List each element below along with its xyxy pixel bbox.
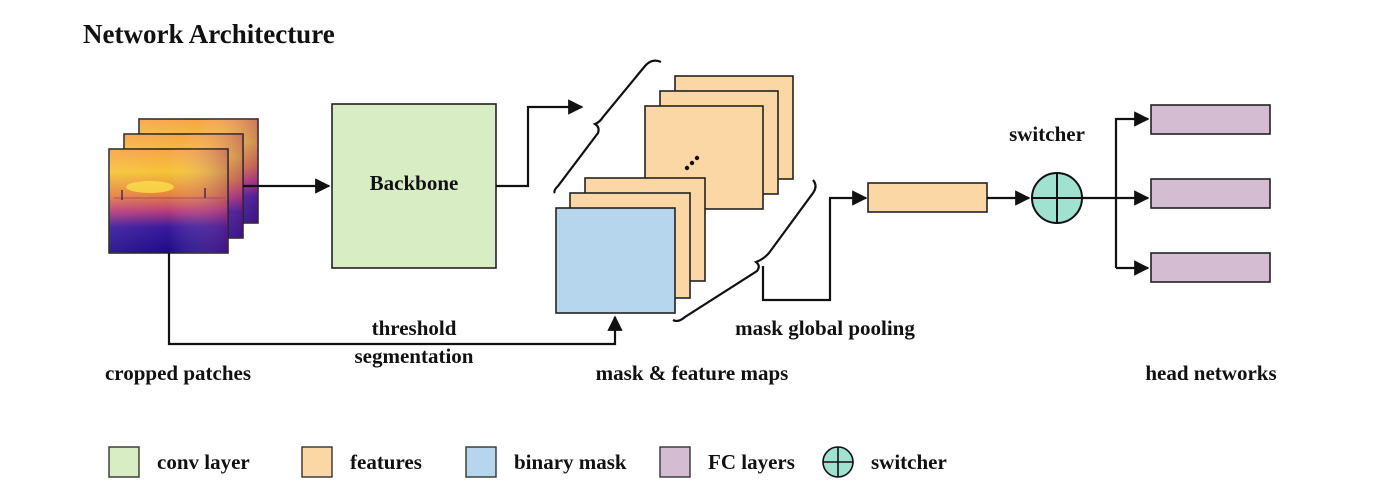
legend: conv layer features binary mask FC layer… [108, 446, 947, 478]
legend-label-fc-layers: FC layers [708, 450, 795, 474]
backbone-node: Backbone [331, 103, 497, 269]
mask-feature-maps-label: mask & feature maps [596, 361, 789, 385]
legend-swatch-conv-layer [108, 446, 140, 478]
lower-brace [672, 179, 817, 323]
legend-label-binary-mask: binary mask [514, 450, 627, 474]
mask-global-pooling-label: mask global pooling [735, 316, 915, 340]
edge-threshold-segmentation [167, 253, 623, 346]
switcher-icon [822, 446, 854, 478]
head-networks-label: head networks [1145, 361, 1276, 385]
upper-brace [553, 59, 662, 194]
diagram-title: Network Architecture [83, 19, 335, 49]
segmentation-label: segmentation [355, 344, 474, 368]
legend-label-conv-layer: conv layer [157, 450, 250, 474]
switcher-node [1031, 172, 1083, 224]
legend-item-switcher: switcher [822, 446, 947, 478]
head-network-2 [1150, 178, 1271, 209]
legend-item-conv-layer: conv layer [108, 446, 250, 478]
legend-label-switcher: switcher [871, 450, 947, 474]
cropped-patches [108, 118, 259, 254]
cropped-patches-label: cropped patches [105, 361, 251, 385]
legend-swatch-binary-mask [465, 446, 497, 478]
edge-to-head-1 [1114, 111, 1150, 268]
legend-item-features: features [301, 446, 422, 478]
legend-swatch-features [301, 446, 333, 478]
edge-pooling-to-vector [761, 190, 868, 302]
patch-image-front [108, 148, 229, 254]
ellipsis-dots [684, 155, 700, 171]
legend-swatch-fc-layers [659, 446, 691, 478]
legend-label-features: features [350, 450, 422, 474]
legend-item-fc-layers: FC layers [659, 446, 795, 478]
switcher-label: switcher [1009, 122, 1085, 146]
backbone-label: Backbone [370, 171, 459, 195]
pooled-feature-vector [867, 182, 988, 213]
legend-item-binary-mask: binary mask [465, 446, 627, 478]
threshold-label: threshold [372, 316, 457, 340]
head-network-3 [1150, 252, 1271, 283]
binary-mask-map [555, 207, 676, 314]
head-networks [1150, 104, 1271, 283]
feature-stack-lower [555, 177, 706, 314]
edge-backbone-to-features [496, 99, 584, 188]
head-network-1 [1150, 104, 1271, 135]
